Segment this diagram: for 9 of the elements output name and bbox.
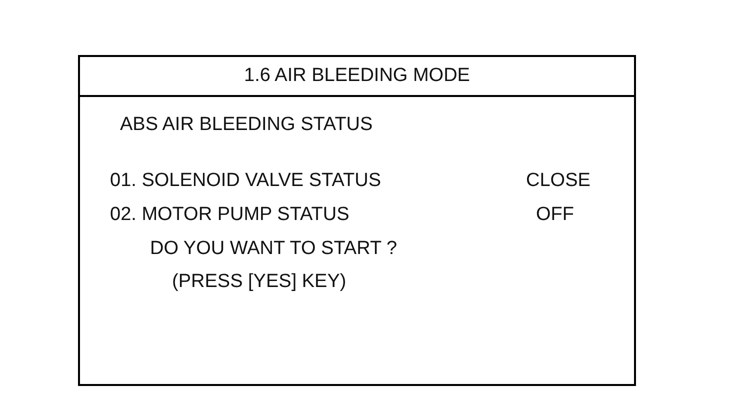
menu-item: 01. SOLENOID VALVE STATUS bbox=[110, 170, 382, 192]
prompt-text: (PRESS [YES] KEY) bbox=[172, 271, 346, 293]
menu-item: 02. MOTOR PUMP STATUS bbox=[110, 204, 350, 226]
display-screen bbox=[78, 55, 636, 386]
status-value: CLOSE bbox=[526, 170, 590, 192]
screen-title: 1.6 AIR BLEEDING MODE bbox=[243, 65, 471, 87]
status-heading: ABS AIR BLEEDING STATUS bbox=[120, 114, 373, 136]
prompt-text: DO YOU WANT TO START ? bbox=[150, 238, 398, 260]
status-value: OFF bbox=[536, 204, 574, 226]
